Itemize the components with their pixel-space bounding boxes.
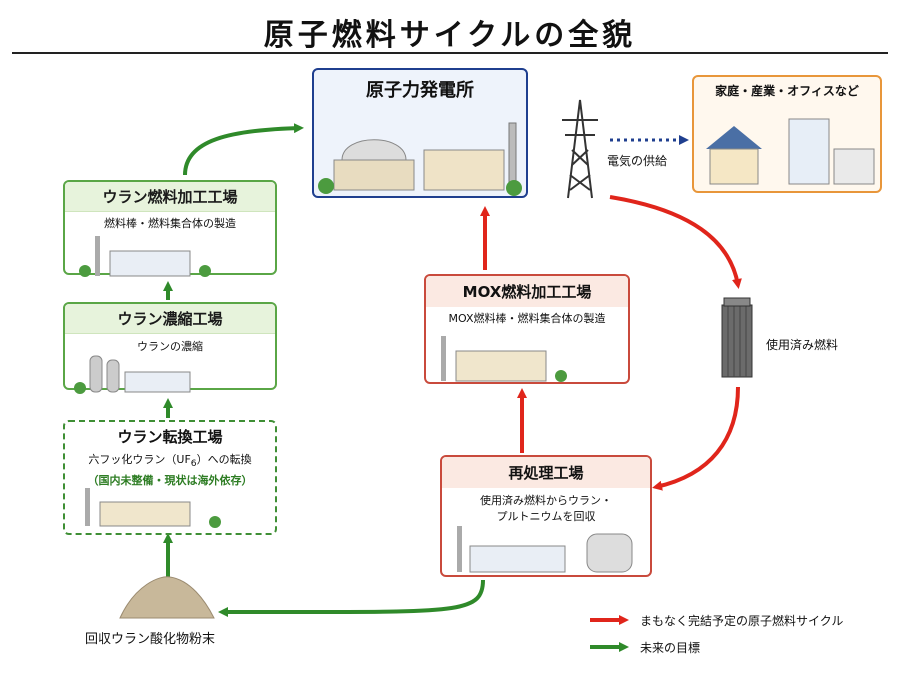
conversion-plant-box: ウラン転換工場 六フッ化ウラン（UF6）への転換 （国内未整備・現状は海外依存）: [63, 420, 277, 535]
uranium-fuel-plant-illustration: [79, 236, 211, 277]
conversion-plant-sub: 六フッ化ウラン（UF6）への転換: [65, 451, 275, 469]
title-rule: [12, 52, 888, 54]
arrow-spent-to-reprocess: [652, 386, 740, 491]
enrichment-plant-box: ウラン濃縮工場 ウランの濃縮: [63, 302, 277, 394]
mox-plant-illustration: [441, 336, 567, 382]
enrichment-plant-title: ウラン濃縮工場: [65, 304, 275, 334]
enrichment-plant-sub: ウランの濃縮: [137, 340, 203, 353]
power-plant-illustration: [318, 122, 522, 196]
consumers-title: 家庭・産業・オフィスなど: [715, 84, 859, 98]
conversion-sub-subscript: 6: [190, 458, 197, 470]
consumers-illustration: [706, 118, 875, 185]
conversion-plant-title: ウラン転換工場: [117, 428, 223, 446]
spent-fuel-icon: [721, 297, 753, 378]
conversion-sub-suffix: ）への転換: [196, 453, 252, 466]
reprocessing-plant-title: 再処理工場: [442, 457, 650, 488]
arrow-plant-to-spent: [609, 195, 742, 289]
consumers-box: 家庭・産業・オフィスなど: [692, 75, 882, 193]
reprocessing-plant-sub-2: プルトニウムを回収: [496, 510, 596, 523]
recovered-uranium-label: 回収ウラン酸化物粉末: [85, 632, 216, 647]
conversion-plant-note: （国内未整備・現状は海外依存）: [87, 474, 253, 488]
uranium-powder-icon: [119, 576, 215, 619]
electricity-supply-label: 電気の供給: [607, 154, 668, 168]
transmission-tower-icon: [562, 99, 598, 199]
uranium-fuel-plant-sub: 燃料棒・燃料集合体の製造: [104, 217, 236, 230]
legend-green-label: 未来の目標: [640, 641, 701, 655]
conversion-plant-illustration: [85, 488, 221, 529]
power-plant-box: 原子力発電所: [312, 68, 528, 198]
conversion-sub-prefix: 六フッ化ウラン（UF: [88, 453, 191, 466]
legend-red-label: まもなく完結予定の原子燃料サイクル: [640, 614, 844, 628]
reprocessing-plant-sub-1: 使用済み燃料からウラン・: [480, 494, 612, 507]
uranium-fuel-plant-title: ウラン燃料加工工場: [65, 182, 275, 212]
uranium-fuel-plant-box: ウラン燃料加工工場 燃料棒・燃料集合体の製造: [63, 180, 277, 277]
page-title: 原子燃料サイクルの全貌: [263, 18, 637, 53]
enrichment-plant-illustration: [74, 355, 191, 394]
reprocessing-plant-box: 再処理工場 使用済み燃料からウラン・ プルトニウムを回収: [440, 455, 652, 577]
arrow-reprocess-to-powder: [218, 579, 485, 617]
mox-plant-title: MOX燃料加工工場: [426, 276, 628, 307]
reprocessing-plant-illustration: [457, 526, 633, 573]
power-plant-title: 原子力発電所: [366, 80, 474, 101]
mox-plant-box: MOX燃料加工工場 MOX燃料棒・燃料集合体の製造: [424, 274, 630, 384]
arrow-fuel-to-plant: [183, 123, 304, 176]
mox-plant-sub: MOX燃料棒・燃料集合体の製造: [448, 312, 606, 325]
spent-fuel-label: 使用済み燃料: [766, 338, 839, 352]
